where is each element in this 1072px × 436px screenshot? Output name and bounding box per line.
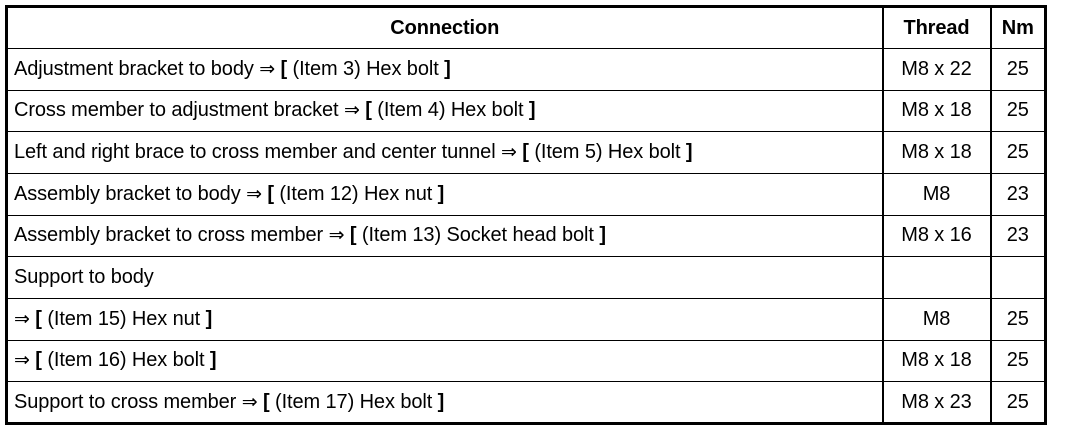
cell-connection: Left and right brace to cross member and… xyxy=(6,131,883,174)
double-arrow-icon: ⇒ xyxy=(14,349,30,372)
fastener-item: (Item 5) Hex bolt xyxy=(534,141,681,164)
bracket-close: ] xyxy=(680,141,693,164)
cell-connection: Support to cross member ⇒ [ (Item 17) He… xyxy=(7,382,883,424)
connection-description: Adjustment bracket to body xyxy=(14,57,260,80)
connection-description: Support to body xyxy=(14,266,154,289)
cell-connection: Assembly bracket to body ⇒ [ (Item 12) H… xyxy=(6,173,883,216)
connection-description: Support to cross member xyxy=(14,390,242,413)
cell-torque-nm: 25 xyxy=(989,90,1046,133)
cell-thread: M8 x 18 xyxy=(881,131,991,174)
cell-torque-nm: 25 xyxy=(989,298,1046,341)
cell-connection: Assembly bracket to cross member ⇒ [ (It… xyxy=(6,215,883,258)
bracket-open: [ xyxy=(257,390,276,413)
cell-thread: M8 x 18 xyxy=(881,90,991,133)
table-header: Connection Thread Nm xyxy=(6,6,1046,49)
double-arrow-icon: ⇒ xyxy=(246,182,262,205)
bracket-open: [ xyxy=(344,224,362,247)
bracket-close: ] xyxy=(593,224,606,247)
cell-torque-nm: 25 xyxy=(989,340,1046,383)
column-header-thread: Thread xyxy=(881,6,991,49)
cell-thread: M8 x 18 xyxy=(881,340,991,383)
torque-spec-table: Connection Thread Nm Adjustment bracket … xyxy=(5,5,1047,425)
bracket-close: ] xyxy=(523,99,536,122)
bracket-open: [ xyxy=(29,307,48,330)
cell-thread: M8 x 23 xyxy=(881,381,991,424)
double-arrow-icon: ⇒ xyxy=(14,307,30,330)
connection-description: Assembly bracket to body xyxy=(14,182,247,205)
connection-description: Cross member to adjustment bracket xyxy=(14,99,344,122)
table-row: Assembly bracket to cross member ⇒ [ (It… xyxy=(6,215,1046,258)
connection-description: Left and right brace to cross member and… xyxy=(14,141,501,164)
fastener-item: (Item 17) Hex bolt xyxy=(275,390,433,413)
header-row: Connection Thread Nm xyxy=(6,6,1046,49)
connection-description: Assembly bracket to cross member xyxy=(14,224,329,247)
cell-connection: Cross member to adjustment bracket ⇒ [ (… xyxy=(6,90,883,133)
double-arrow-icon: ⇒ xyxy=(328,224,345,247)
double-arrow-icon: ⇒ xyxy=(343,99,360,122)
table-row: Left and right brace to cross member and… xyxy=(6,131,1046,174)
bracket-close: ] xyxy=(204,349,217,372)
cell-connection: ⇒ [ (Item 16) Hex bolt ] xyxy=(6,340,883,383)
fastener-item: (Item 12) Hex nut xyxy=(279,182,433,205)
bracket-open: [ xyxy=(359,99,378,122)
cell-thread: M8 x 22 xyxy=(881,48,991,91)
fastener-item: (Item 16) Hex bolt xyxy=(47,349,205,372)
column-header-connection: Connection xyxy=(6,6,883,49)
double-arrow-icon: ⇒ xyxy=(501,141,517,164)
fastener-item: (Item 15) Hex nut xyxy=(47,307,201,330)
cell-torque-nm: 25 xyxy=(989,48,1046,91)
bracket-open: [ xyxy=(261,182,280,205)
bracket-close: ] xyxy=(432,390,445,413)
cell-connection: Support to body xyxy=(6,256,883,299)
bracket-open: [ xyxy=(29,349,48,372)
cell-thread: M8 xyxy=(881,298,991,341)
cell-torque-nm: 25 xyxy=(989,381,1046,424)
cell-torque-nm: 25 xyxy=(989,131,1046,174)
table-body: Adjustment bracket to body ⇒ [ (Item 3) … xyxy=(6,48,1046,424)
bracket-close: ] xyxy=(438,57,451,80)
cell-torque-nm xyxy=(989,256,1046,299)
cell-connection: Adjustment bracket to body ⇒ [ (Item 3) … xyxy=(6,48,883,91)
double-arrow-icon: ⇒ xyxy=(241,390,258,413)
bracket-close: ] xyxy=(200,307,213,330)
double-arrow-icon: ⇒ xyxy=(259,57,276,80)
fastener-item: (Item 3) Hex bolt xyxy=(292,57,439,80)
fastener-item: (Item 4) Hex bolt xyxy=(377,99,524,122)
cell-thread xyxy=(881,256,991,299)
bracket-open: [ xyxy=(275,57,293,80)
cell-thread: M8 xyxy=(881,173,991,216)
cell-thread: M8 x 16 xyxy=(881,215,991,258)
cell-connection: ⇒ [ (Item 15) Hex nut ] xyxy=(6,298,883,341)
fastener-item: (Item 13) Socket head bolt xyxy=(361,224,594,247)
table-row: Cross member to adjustment bracket ⇒ [ (… xyxy=(6,90,1046,133)
table-row: Support to body xyxy=(6,256,1046,299)
bracket-close: ] xyxy=(432,182,445,205)
cell-torque-nm: 23 xyxy=(989,173,1046,216)
column-header-nm: Nm xyxy=(989,6,1046,49)
table-row: Assembly bracket to body ⇒ [ (Item 12) H… xyxy=(6,173,1046,216)
torque-spec-table-container: Connection Thread Nm Adjustment bracket … xyxy=(5,5,1047,425)
table-row: Support to cross member ⇒ [ (Item 17) He… xyxy=(7,381,1046,424)
cell-torque-nm: 23 xyxy=(989,215,1046,258)
bracket-open: [ xyxy=(516,141,535,164)
table-row: Adjustment bracket to body ⇒ [ (Item 3) … xyxy=(6,48,1046,91)
